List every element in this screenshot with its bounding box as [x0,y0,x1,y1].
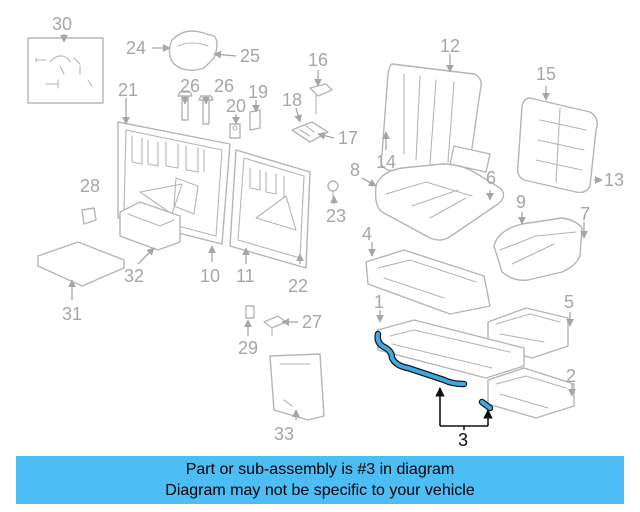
callout-6: 6 [486,168,496,188]
callout-21: 21 [118,80,138,100]
callout-30: 30 [52,14,72,34]
part-2-seat-frame-right [487,367,575,419]
part-19-clip [249,109,261,131]
part-32-bracket [119,201,181,251]
callout-2: 2 [566,366,576,386]
callout-33: 33 [274,424,294,444]
parts-diagram: 30 24 25 16 12 15 21 26 26 20 19 18 17 1… [27,14,624,450]
part-22-seatback-frame-right [229,149,311,269]
part-16-latch-button [309,83,333,115]
part-31-pad [37,241,125,287]
part-23-pin [327,180,339,198]
callout-18: 18 [282,90,302,110]
callout-8: 8 [350,160,360,180]
info-banner: Part or sub-assembly is #3 in diagram Di… [16,456,624,504]
part-33-side-trim [269,353,325,421]
banner-line-disclaimer: Diagram may not be specific to your vehi… [165,482,475,499]
part-6-seat-cushion [374,163,505,241]
callout-23: 23 [326,206,346,226]
part-1-seat-frame [377,319,525,379]
callout-15: 15 [536,64,556,84]
callout-29: 29 [238,338,258,358]
part-24-headrest [168,30,218,71]
callout-9: 9 [516,192,526,212]
callout-22: 22 [288,276,308,296]
part-12-seatback-cushion [380,63,491,184]
callout-7: 7 [580,204,590,224]
callout-5: 5 [564,292,574,312]
callout-3: 3 [458,430,468,450]
callout-25: 25 [240,46,260,66]
callout-11: 11 [236,266,255,286]
callout-31: 31 [62,304,82,324]
callout-26b: 26 [214,76,234,96]
callout-4: 4 [362,224,372,244]
callout-27: 27 [302,312,322,332]
part-27-bracket [263,315,287,337]
callout-16: 16 [308,50,328,70]
callout-32: 32 [124,266,144,286]
callout-24: 24 [126,38,146,58]
leader-lines [60,34,603,430]
callout-13: 13 [604,170,624,190]
callout-1: 1 [374,292,384,312]
callout-26a: 26 [180,76,200,96]
part-20-clip [229,123,241,139]
part-26-headrest-posts [177,91,214,125]
callout-labels: 30 24 25 16 12 15 21 26 26 20 19 18 17 1… [52,14,624,450]
callout-19: 19 [248,82,268,102]
callout-14: 14 [376,152,396,172]
part-3-highlighted-cable [374,330,494,412]
callout-12: 12 [440,36,460,56]
part-30-hardware-kit [27,37,104,104]
callout-17: 17 [338,128,358,148]
part-17-latch [291,121,329,143]
part-4-seat-pan [365,249,491,315]
part-29-bolt [245,305,255,319]
callout-28: 28 [80,176,100,196]
banner-line-part-number: Part or sub-assembly is #3 in diagram [185,461,455,478]
part-7-seat-cushion-right [493,217,583,282]
part-28-grommet [81,207,97,225]
part-15-seatback-cover [516,97,598,194]
callout-20: 20 [226,96,246,116]
callout-10: 10 [200,266,220,286]
